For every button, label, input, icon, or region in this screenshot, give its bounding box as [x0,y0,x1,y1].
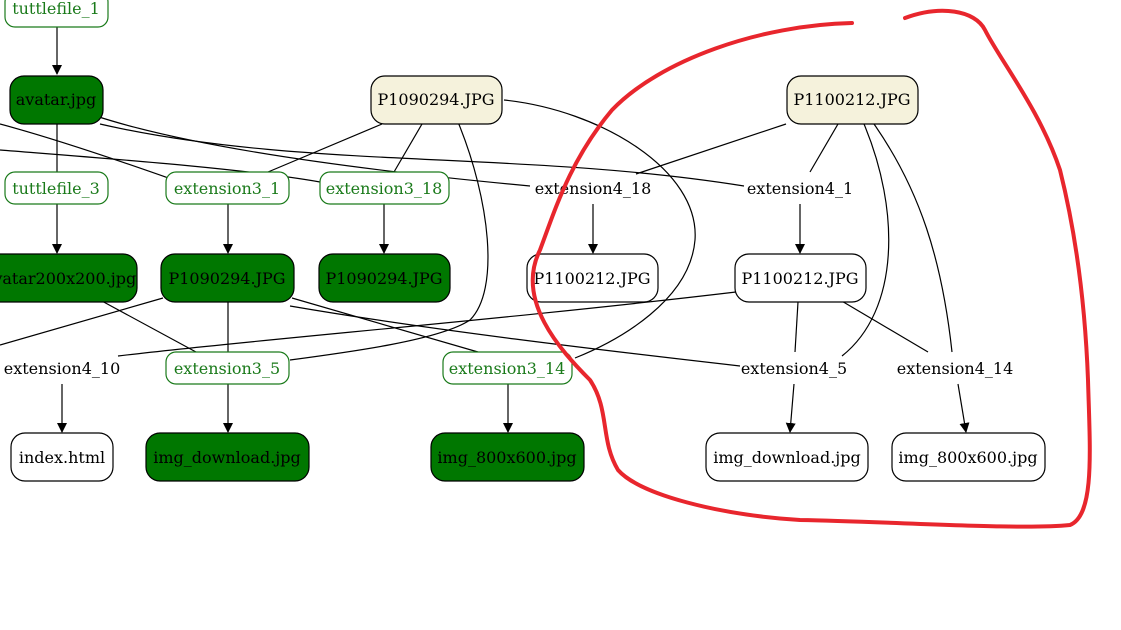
node-extension3-1[interactable]: extension3_1 [165,171,290,205]
node-extension3-14[interactable]: extension3_14 [442,351,573,385]
node-label: P1100212.JPG [741,269,858,288]
node-p1090294-source[interactable]: P1090294.JPG [370,75,503,125]
node-avatar-jpg[interactable]: avatar.jpg [9,75,104,125]
node-label: tuttlefile_1 [12,0,100,18]
node-label: img_download.jpg [153,448,300,467]
node-p1090294-green-a[interactable]: P1090294.JPG [160,253,295,303]
node-label: P1090294.JPG [168,269,285,288]
node-label: img_800x600.jpg [898,448,1037,467]
edge-p1090294src-ext3-14 [503,99,696,359]
node-extension3-5[interactable]: extension3_5 [165,351,290,385]
node-avatar200x200-jpg[interactable]: avatar200x200.jpg [0,253,138,303]
node-label: extension3_5 [174,359,280,378]
node-img-800x600-green[interactable]: img_800x600.jpg [430,432,585,482]
edge-p1090294a-ext3-14 [291,297,479,353]
node-label: avatar200x200.jpg [0,269,136,288]
node-img-download-white[interactable]: img_download.jpg [705,432,869,482]
edge-p1090294a-ext4-5 [289,305,741,367]
node-label: P1090294.JPG [377,90,494,109]
node-p1100212-white-a[interactable]: P1100212.JPG [526,253,659,303]
node-extension4-10[interactable]: extension4_10 [4,359,121,378]
edge-p1100212src-ext4-14 [873,123,953,353]
node-img-800x600-white[interactable]: img_800x600.jpg [891,432,1046,482]
node-extension4-14[interactable]: extension4_14 [897,359,1014,378]
edge-p1100212a-ext4-5 [794,301,799,353]
node-label: extension4_1 [747,179,853,198]
node-label: P1100212.JPG [793,90,910,109]
edge-p1100212src-ext4-18 [635,123,787,175]
edge-p1090294a-ext4-10 [0,297,164,346]
edge-ext4-14-img800 [957,383,970,433]
edge-p1090294src-ext3-5 [289,121,489,361]
node-tuttlefile-3[interactable]: tuttlefile_3 [4,171,109,205]
red-annotation-circle [530,8,1092,529]
node-extension4-5[interactable]: extension4_5 [741,359,847,378]
edge-avatar-ext4-1 [99,123,745,187]
node-label: extension3_1 [174,179,280,198]
edge-p1100212src-ext4-1 [809,123,839,173]
node-img-download-green[interactable]: img_download.jpg [145,432,310,482]
node-extension4-1[interactable]: extension4_1 [747,179,853,198]
node-p1100212-white-b[interactable]: P1100212.JPG [734,253,867,303]
node-label: P1090294.JPG [325,269,442,288]
edge-left-ext3-1 [0,123,175,181]
node-label: extension4_18 [535,179,652,198]
node-p1100212-source[interactable]: P1100212.JPG [786,75,919,125]
node-label: extension4_5 [741,359,847,378]
node-label: P1100212.JPG [533,269,650,288]
edge-avatar-ext4-18 [95,115,531,187]
edge-avatar200-ext3-5 [99,299,197,353]
node-p1090294-green-b[interactable]: P1090294.JPG [318,253,451,303]
edge-p1100212a-ext4-14 [839,299,929,353]
edge-p1100212src-ext4-5 [841,123,890,357]
edge-ext4-5-imgdl [785,383,796,433]
edge-p1090294src-ext3-18 [393,123,423,173]
node-label: extension3_14 [449,359,566,378]
node-extension3-18[interactable]: extension3_18 [319,171,450,205]
edge-p1100212a-ext4-10 [117,291,737,357]
edges [0,27,970,433]
node-label: extension3_18 [326,179,443,198]
edge-p1090294src-ext3-1 [267,123,383,173]
node-label: index.html [19,448,105,467]
node-extension4-18[interactable]: extension4_18 [535,179,652,198]
node-label: extension4_10 [4,359,121,378]
node-index-html[interactable]: index.html [10,432,114,482]
node-tuttlefile-1[interactable]: tuttlefile_1 [4,0,109,28]
node-label: img_download.jpg [713,448,860,467]
node-label: extension4_14 [897,359,1014,378]
node-label: avatar.jpg [16,90,97,109]
node-label: img_800x600.jpg [437,448,576,467]
node-label: tuttlefile_3 [12,179,100,198]
